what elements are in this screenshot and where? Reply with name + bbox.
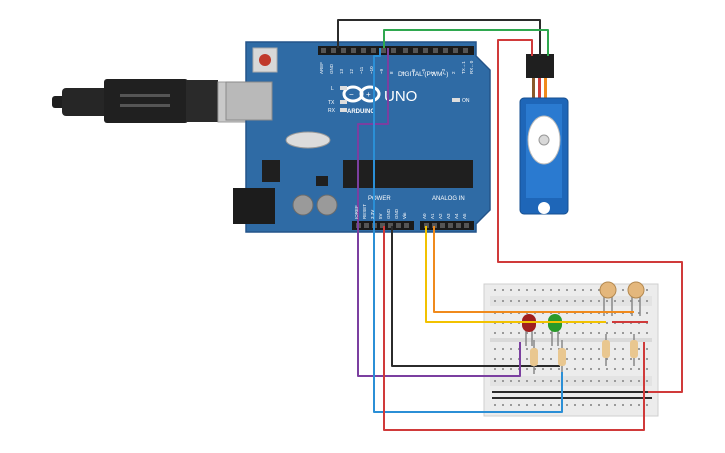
analog-pin-label: A0 <box>422 213 427 219</box>
wire-orange-a1 <box>433 226 634 313</box>
reset-button[interactable] <box>259 54 271 66</box>
on-led-label: ON <box>462 98 470 104</box>
top-pin-label: TX→1 <box>461 61 466 74</box>
power-jack <box>233 188 275 224</box>
top-pin-label: 2 <box>451 71 456 74</box>
arduino-brand: ARDUINO <box>347 109 375 115</box>
top-pin-label: ~9 <box>379 68 384 74</box>
l-led-label: L <box>331 86 334 92</box>
svg-text:+: + <box>366 90 371 99</box>
analog-pin-label: A1 <box>430 213 435 219</box>
svg-text:−: − <box>349 90 354 99</box>
board-model: UNO <box>384 88 417 105</box>
power-pin-label: IOREF <box>354 205 359 219</box>
rx-led-label: RX <box>328 108 336 114</box>
power-pin-label: GND <box>394 208 399 219</box>
analog-pin-label: A5 <box>462 213 467 219</box>
wire-yellow-a0 <box>425 226 606 323</box>
arduino-board: DIGITAL (PWM~) − + ARDUINO UNO L TX RX O… <box>225 41 491 233</box>
photoresistor-1 <box>599 281 617 316</box>
top-pin-label: 12 <box>349 68 354 74</box>
mcu-chip <box>343 160 473 188</box>
wire-black-gnd <box>391 226 494 367</box>
analog-header-label: ANALOG IN <box>432 196 465 202</box>
servo-connector <box>526 54 554 78</box>
top-pin-label: 4 <box>431 71 436 74</box>
resistor-2 <box>558 340 566 374</box>
power-header-label: POWER <box>368 196 391 202</box>
wire-blue <box>373 48 563 413</box>
resistor-3 <box>602 334 610 366</box>
resistor-1 <box>530 340 538 374</box>
crystal <box>285 131 331 149</box>
servo-motor <box>519 54 569 215</box>
power-pin-label: Vin <box>402 212 407 219</box>
top-pin-label: 8 <box>389 71 394 74</box>
capacitor-2 <box>316 194 338 216</box>
top-pin-label: ~10 <box>369 66 374 74</box>
power-pin-label: 3.3V <box>370 210 375 219</box>
analog-header <box>420 221 474 230</box>
wire-black-servo-gnd <box>337 19 541 56</box>
power-pin-label: RESET <box>362 204 367 219</box>
top-pin-label: 7 <box>401 71 406 74</box>
top-pin-label: ~5 <box>421 68 426 74</box>
capacitor-1 <box>292 194 314 216</box>
arduino-logo: − + <box>342 85 381 103</box>
top-pin-label: ~6 <box>411 68 416 74</box>
wire-red-servo-power <box>497 39 683 393</box>
wire-green-servo-signal <box>383 29 549 56</box>
breadboard <box>483 283 659 417</box>
digital-header-label: DIGITAL (PWM~) <box>398 71 448 78</box>
wire-purple <box>357 48 521 377</box>
analog-pin-label: A3 <box>446 213 451 219</box>
top-pin-label: ~3 <box>441 68 446 74</box>
usb-port <box>225 81 273 121</box>
top-pin-label: 13 <box>339 68 344 74</box>
analog-pin-label: A4 <box>454 213 459 219</box>
power-pin-label: GND <box>386 208 391 219</box>
photoresistor-2 <box>627 281 645 316</box>
analog-pin-label: A2 <box>438 213 443 219</box>
resistor-4 <box>630 334 638 366</box>
tx-led-label: TX <box>328 100 335 106</box>
top-pin-label: ~11 <box>359 66 364 74</box>
top-pin-label: GND <box>329 63 334 74</box>
wire-red-5v <box>383 226 645 431</box>
top-pin-label: AREF <box>319 62 324 74</box>
power-pin-label: 5V <box>378 213 383 219</box>
top-pin-label: RX←0 <box>469 60 474 74</box>
